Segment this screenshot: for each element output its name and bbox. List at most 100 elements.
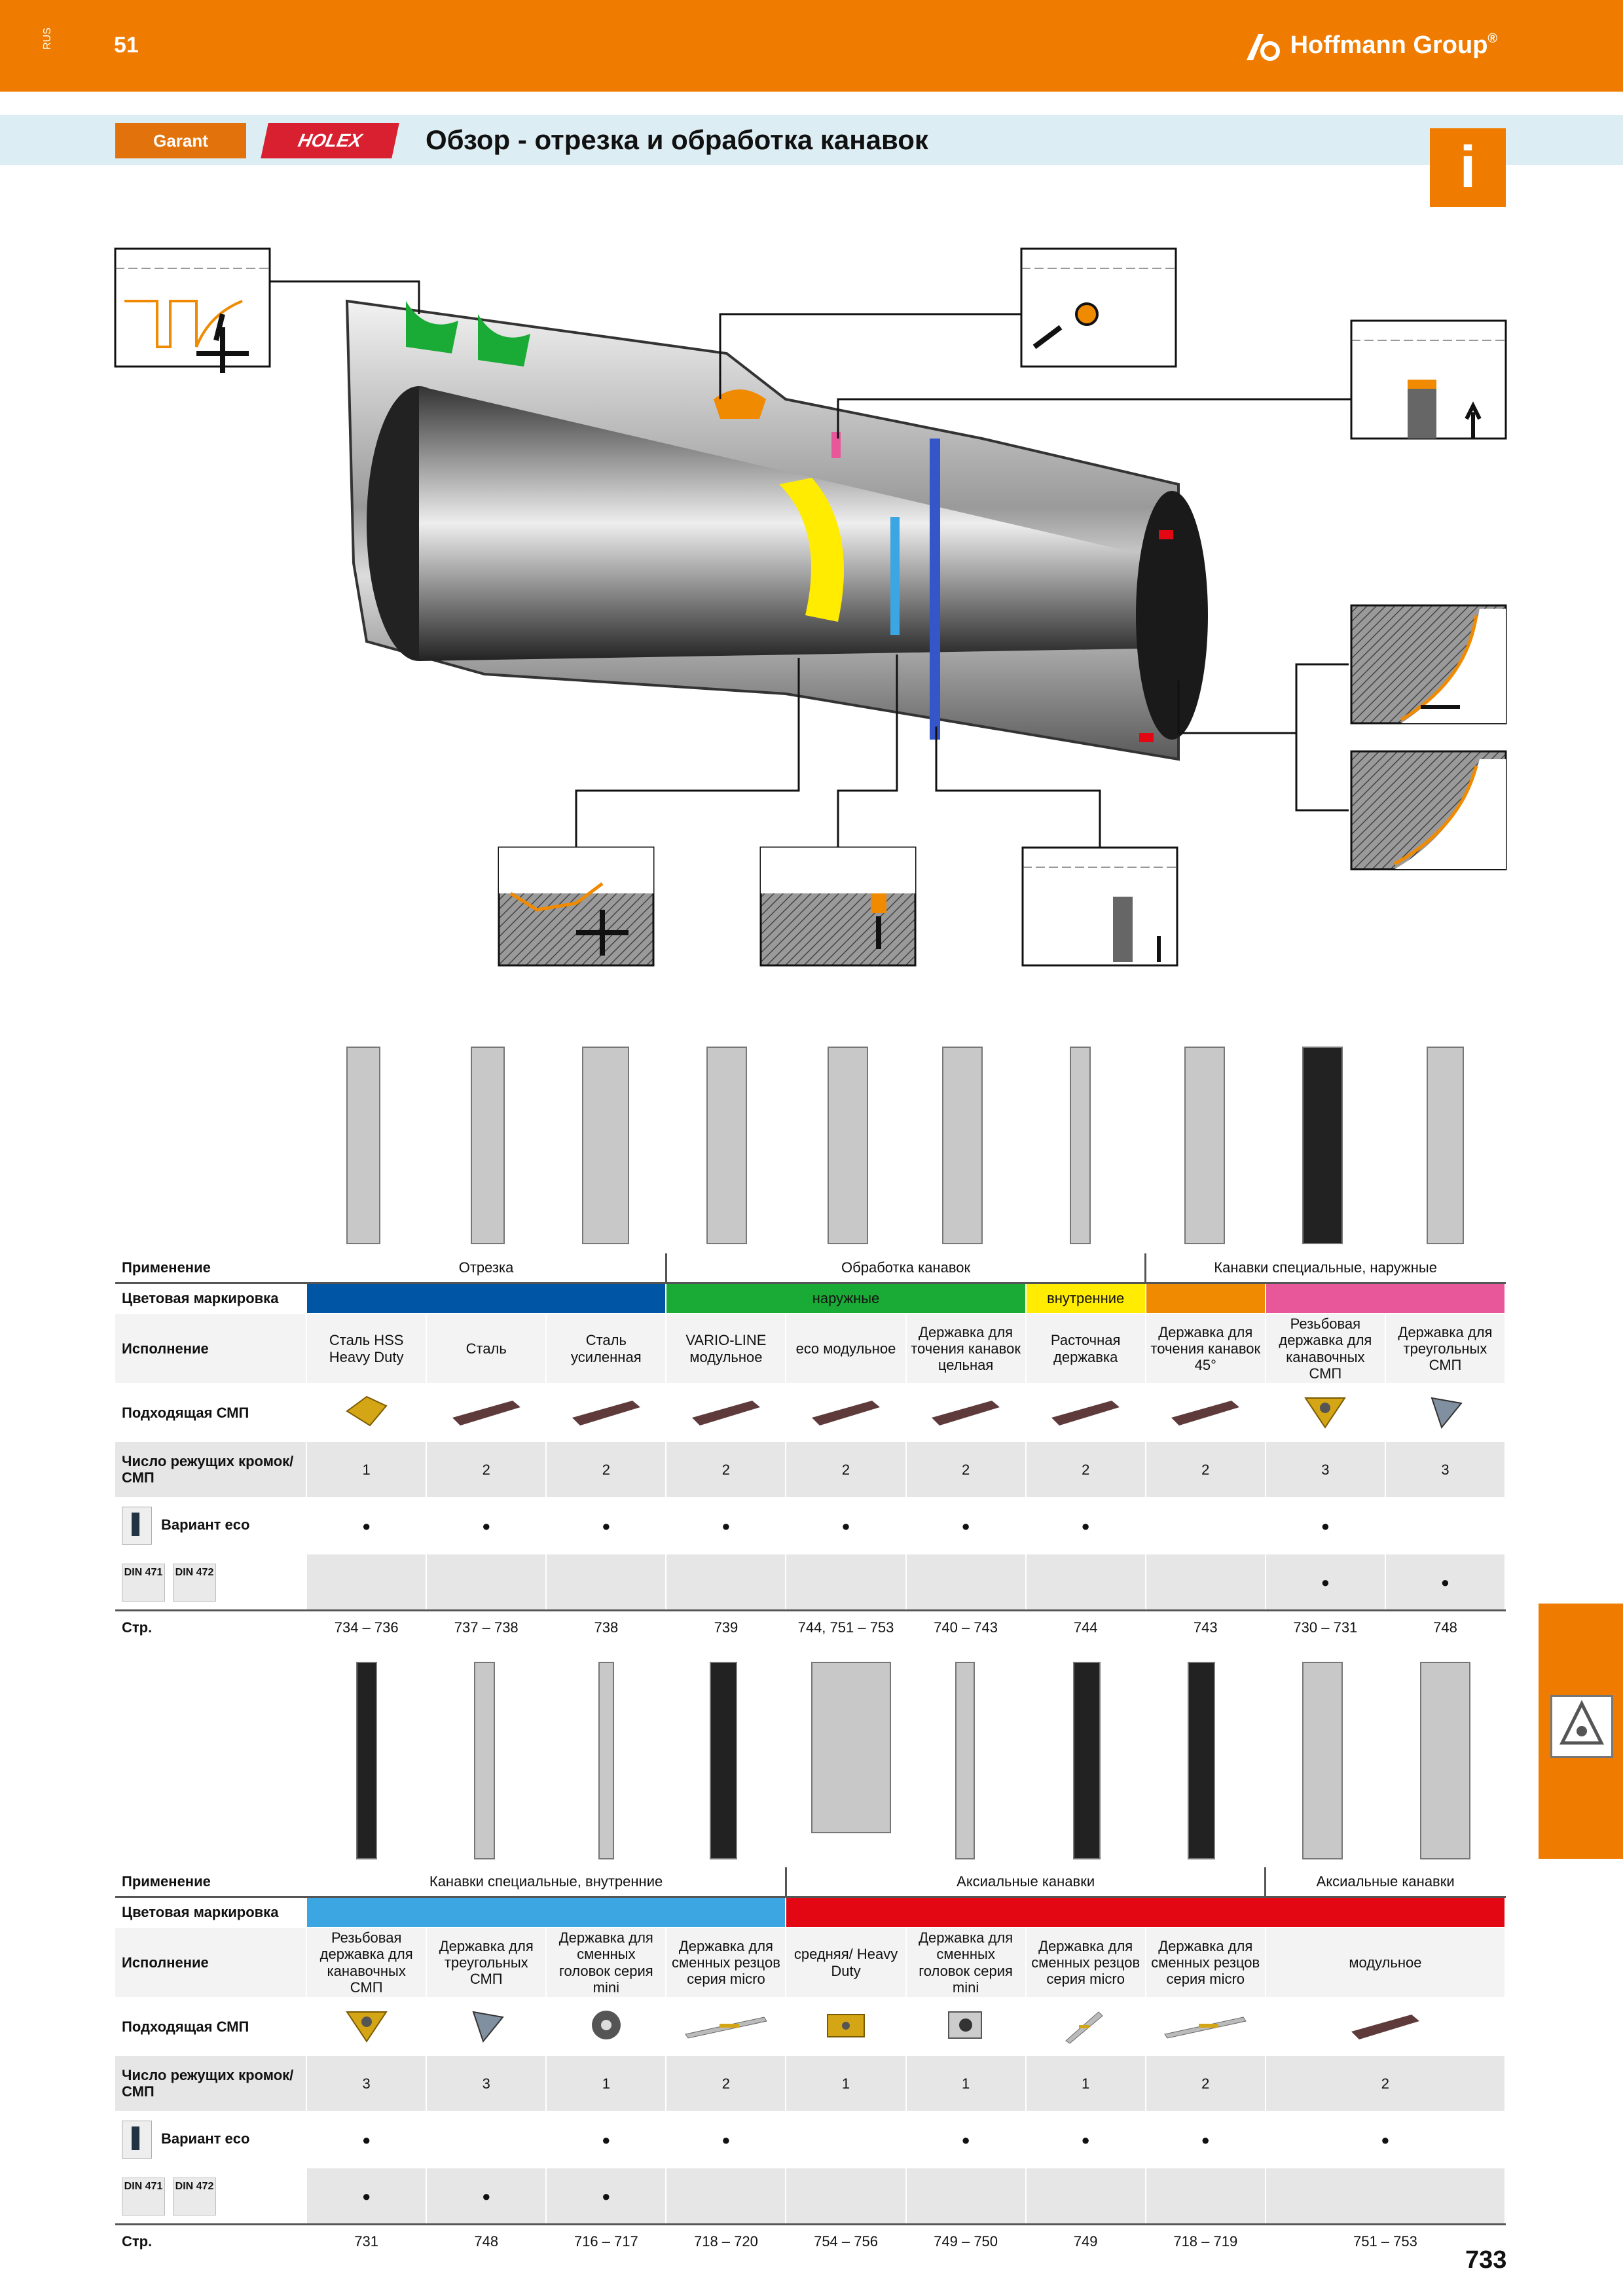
- cell-page: 730 – 731: [1265, 1609, 1386, 1645]
- brand-name: Hoffmann Group: [1290, 31, 1488, 60]
- cell-edges: 2: [666, 2055, 787, 2113]
- side-tab: [1539, 1604, 1623, 1859]
- cell-din: [1265, 2168, 1506, 2225]
- group-special-external: Канавки специальные, наружные: [1145, 1253, 1506, 1284]
- insert-bar-icon: [1025, 1384, 1146, 1443]
- tool-blade-reinforced: [582, 1047, 629, 1244]
- cell-exec: Державка для сменных резцов серия micro: [666, 1928, 787, 1999]
- brand-suffix: ®: [1487, 31, 1498, 46]
- grooving-insert-icon: [1550, 1695, 1613, 1758]
- cell-edges: 1: [306, 1441, 428, 1499]
- cell-din: [905, 2168, 1027, 2225]
- tool-blade-hss: [346, 1047, 380, 1244]
- insert-axial-mini-icon: [905, 1998, 1027, 2056]
- label-eco-text: Вариант eco: [161, 1516, 250, 1533]
- din-471-badge: DIN 471: [122, 2178, 165, 2216]
- cell-eco: ●: [786, 1498, 907, 1555]
- tool-axial-micro: [1073, 1662, 1101, 1859]
- cell-page: 718 – 719: [1145, 2223, 1266, 2259]
- tool-axial-heavy: [811, 1662, 891, 1833]
- row-color-code: Цветовая маркировка: [115, 1897, 1506, 1928]
- info-icon: i: [1430, 128, 1506, 207]
- label-page: Стр.: [115, 1609, 308, 1645]
- cell-eco: ●: [666, 2111, 787, 2169]
- eco-icon: [122, 2121, 152, 2159]
- tools-row-1: [308, 1041, 1506, 1257]
- group-special-internal: Канавки специальные, внутренние: [306, 1867, 787, 1898]
- tool-mini-holder: [598, 1662, 614, 1859]
- cell-edges: 3: [1385, 1441, 1506, 1499]
- label-color-code: Цветовая маркировка: [115, 1897, 308, 1928]
- cell-eco: ●: [905, 2111, 1027, 2169]
- cell-eco: ●: [306, 1498, 428, 1555]
- detail-internal-profile: [498, 846, 655, 967]
- cell-page: 731: [306, 2223, 428, 2259]
- cell-edges: 1: [546, 2055, 667, 2113]
- tool-45-holder: [1184, 1047, 1225, 1244]
- cell-din: ●: [306, 2168, 428, 2225]
- cell-exec: Сталь HSS Heavy Duty: [306, 1314, 428, 1385]
- band-red: [786, 1897, 1506, 1928]
- label-eco: Вариант eco: [115, 1498, 308, 1555]
- insert-thread-icon: [306, 1998, 428, 2056]
- row-edges: Число режущих кромок/ СМП 1 2 2 2 2 2 2 …: [115, 1441, 1506, 1499]
- cell-page: 754 – 756: [786, 2223, 907, 2259]
- tool-eco-modular: [828, 1047, 868, 1244]
- group-grooving: Обработка канавок: [666, 1253, 1147, 1284]
- label-execution: Исполнение: [115, 1928, 308, 1999]
- row-eco: Вариант eco ● ● ● ● ● ● ● ●: [115, 1498, 1506, 1555]
- page-number-top: 51: [114, 33, 139, 58]
- cell-eco: [786, 2111, 907, 2169]
- insert-bar-icon: [1145, 1384, 1266, 1443]
- label-application: Применение: [115, 1867, 308, 1898]
- label-insert: Подходящая СМП: [115, 1998, 308, 2056]
- cell-din: [786, 2168, 907, 2225]
- language-code: RUS: [41, 27, 53, 50]
- cell-eco: ●: [666, 1498, 787, 1555]
- detail-thread-groove-2: [1350, 750, 1507, 870]
- insert-thread-icon: [1265, 1384, 1386, 1443]
- detail-external-radial: [1350, 319, 1507, 440]
- insert-micro-icon: [666, 1998, 787, 2056]
- holex-logo: HOLEX: [261, 123, 399, 158]
- cell-eco: [1385, 1498, 1506, 1555]
- cell-edges: 2: [426, 1441, 547, 1499]
- cell-edges: 2: [1265, 2055, 1506, 2113]
- cell-eco: ●: [546, 2111, 667, 2169]
- hoffmann-group-logo: Hoffmann Group®: [1244, 31, 1512, 64]
- band-light-blue: [306, 1897, 787, 1928]
- band-blue: [306, 1283, 667, 1314]
- tool-axial-mini: [955, 1662, 975, 1859]
- cell-page: 748: [1385, 1609, 1506, 1645]
- insert-bar-icon: [666, 1384, 787, 1443]
- row-execution: Исполнение Резьбовая державка для канаво…: [115, 1928, 1506, 1999]
- cell-page: 751 – 753: [1265, 2223, 1506, 2259]
- group-axial: Аксиальные канавки: [786, 1867, 1267, 1898]
- cell-edges: 2: [666, 1441, 787, 1499]
- spec-table-1: Применение Отрезка Обработка канавок Кан…: [115, 1253, 1506, 1645]
- cell-exec: Расточная державка: [1025, 1314, 1146, 1385]
- cell-din: [666, 2168, 787, 2225]
- cell-edges: 1: [1025, 2055, 1146, 2113]
- cell-eco: ●: [426, 1498, 547, 1555]
- tools-row-2: [308, 1656, 1506, 1872]
- insert-triangle-icon: [1385, 1384, 1506, 1443]
- tool-boring-bar: [1070, 1047, 1091, 1244]
- cell-din: [905, 1554, 1027, 1611]
- cell-page: 748: [426, 2223, 547, 2259]
- cell-din: ●: [1385, 1554, 1506, 1611]
- cell-exec: Державка для сменных резцов серия micro: [1025, 1928, 1146, 1999]
- tool-solid-holder: [942, 1047, 983, 1244]
- row-edges: Число режущих кромок/ СМП 3 3 1 2 1 1 1 …: [115, 2055, 1506, 2113]
- label-eco: Вариант eco: [115, 2111, 308, 2169]
- row-page: Стр. 731 748 716 – 717 718 – 720 754 – 7…: [115, 2223, 1506, 2259]
- cell-exec: Державка для сменных головок серия mini: [905, 1928, 1027, 1999]
- din-472-badge: DIN 472: [173, 2178, 216, 2216]
- cell-edges: 2: [786, 1441, 907, 1499]
- tool-triangle-holder: [1427, 1047, 1464, 1244]
- row-eco: Вариант eco ● ● ● ● ● ● ●: [115, 2111, 1506, 2169]
- cell-exec: Сталь: [426, 1314, 547, 1385]
- label-edges: Число режущих кромок/ СМП: [115, 2055, 308, 2113]
